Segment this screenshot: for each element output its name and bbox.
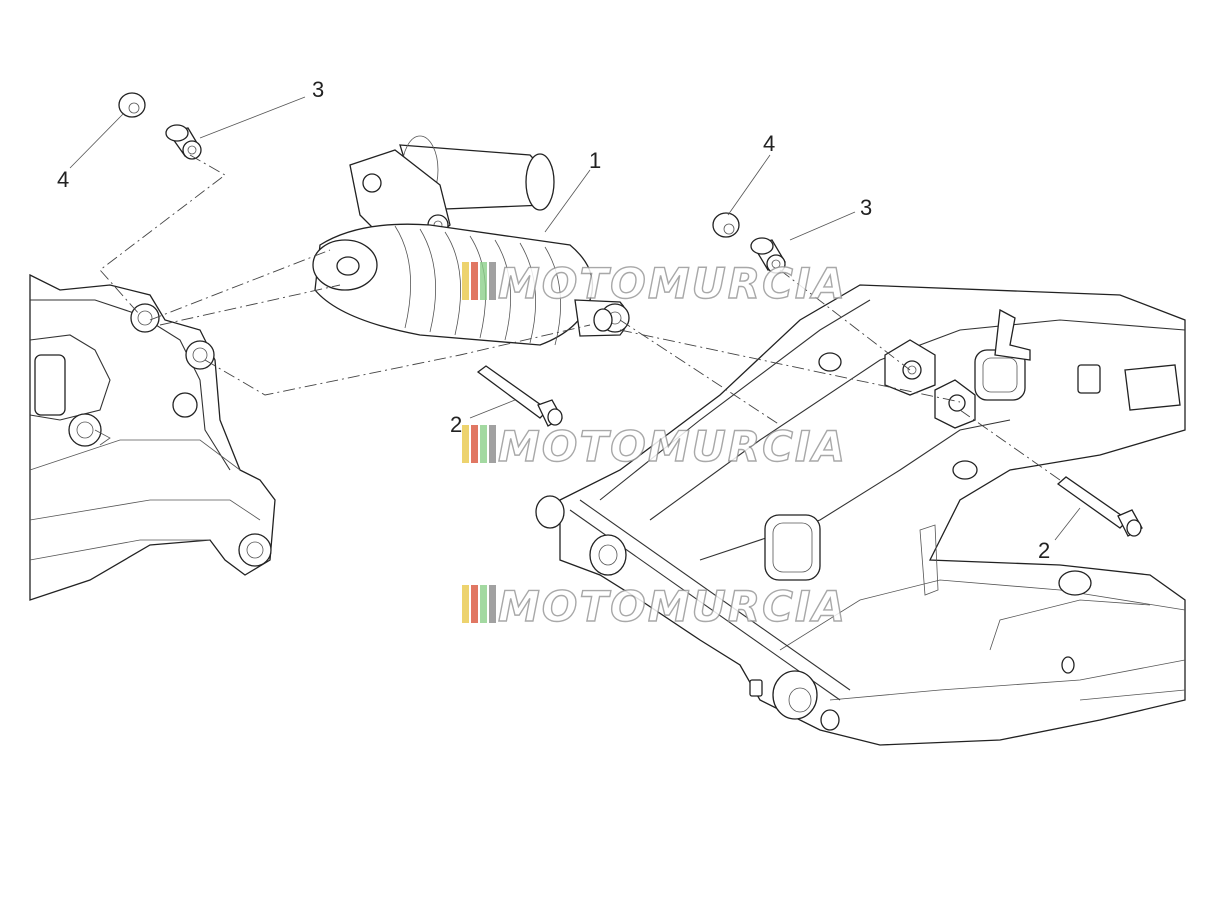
washer-left [118, 92, 146, 118]
bushing-right [750, 237, 786, 274]
watermark-text: MOTOMURCIA [498, 422, 847, 471]
hardware-parts [118, 92, 1143, 537]
callout-2-right: 2 [1038, 538, 1050, 563]
watermark-top: MOTOMURCIA [462, 258, 847, 309]
assembly-lines [99, 154, 1061, 481]
left-frame-section [29, 273, 276, 601]
bolt-center [476, 365, 563, 427]
watermark-stripe [480, 425, 487, 463]
watermark-stripe [489, 262, 496, 300]
watermark-text: MOTOMURCIA [498, 582, 847, 631]
bolt-right [1056, 476, 1143, 537]
callout-3-left: 3 [312, 77, 324, 102]
callout-2-center: 2 [450, 412, 462, 437]
washer-right [712, 212, 740, 238]
watermark-stripe [471, 585, 478, 623]
watermark-stripe [471, 425, 478, 463]
watermark-stripe [480, 585, 487, 623]
watermark-stripe [462, 585, 469, 623]
watermark-bottom: MOTOMURCIA [462, 581, 847, 632]
watermark-stripe [480, 262, 487, 300]
callout-labels: 1 2 2 3 3 4 4 [57, 77, 1050, 563]
watermark-stripe [489, 585, 496, 623]
watermark-stripe [471, 262, 478, 300]
bushing-left [165, 124, 202, 160]
watermark-middle: MOTOMURCIA [462, 421, 847, 472]
watermark-stripe [489, 425, 496, 463]
callout-4-left: 4 [57, 167, 69, 192]
watermark-stripe [462, 262, 469, 300]
watermark-text: MOTOMURCIA [498, 259, 847, 308]
shock-absorber-part [312, 135, 630, 346]
callout-1: 1 [589, 148, 601, 173]
leader-lines [69, 96, 1081, 541]
callout-3-right: 3 [860, 195, 872, 220]
watermark-stripe [462, 425, 469, 463]
swingarm-section [535, 284, 1186, 746]
callout-4-right: 4 [763, 131, 775, 156]
